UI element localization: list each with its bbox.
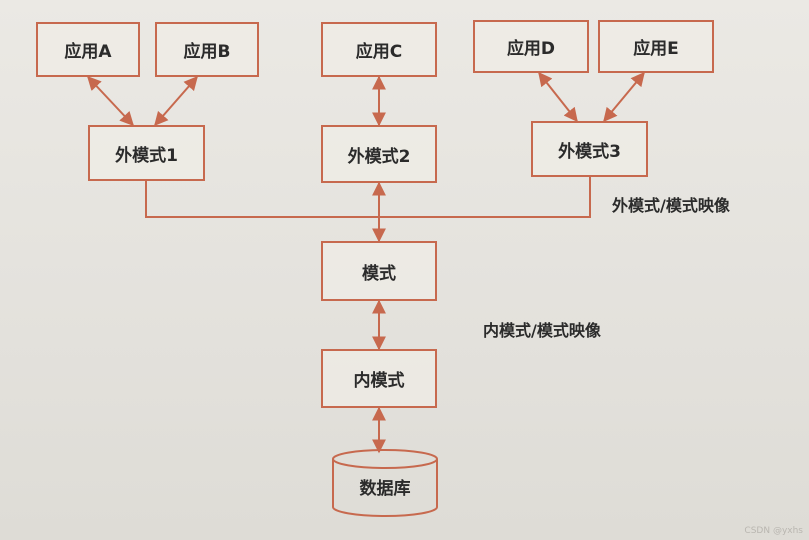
external-schema-2-label: 外模式2: [347, 146, 411, 167]
arrow-app-e-ext3: [603, 71, 645, 123]
schema-label: 模式: [362, 263, 396, 284]
watermark: CSDN @yxhs: [744, 526, 803, 536]
arrow-app-d-ext3: [538, 71, 578, 123]
internal-schema-label: 内模式: [353, 371, 405, 391]
schema-box: 模式: [321, 241, 437, 301]
arrow-app-a-ext1: [87, 75, 134, 127]
app-d-label: 应用D: [506, 39, 556, 59]
mapping-bus-ext3: [379, 177, 591, 218]
app-e-box: 应用E: [598, 20, 714, 73]
database-label: 数据库: [359, 479, 411, 499]
app-c-label: 应用C: [355, 42, 403, 62]
mapping-bus-ext1: [145, 181, 379, 218]
external-schema-2-box: 外模式2: [321, 125, 437, 183]
app-b-box: 应用B: [155, 22, 259, 77]
database-cylinder-top: [332, 449, 438, 469]
external-schema-3-label: 外模式3: [558, 141, 621, 162]
external-mapping-label: 外模式/模式映像: [612, 196, 730, 215]
app-a-box: 应用A: [36, 22, 140, 77]
arrow-app-b-ext1: [154, 75, 198, 127]
app-c-box: 应用C: [321, 22, 437, 77]
internal-schema-box: 内模式: [321, 349, 437, 408]
database-cylinder: [332, 459, 438, 517]
app-a-label: 应用A: [64, 42, 112, 62]
external-schema-3-box: 外模式3: [531, 121, 648, 177]
external-schema-1-box: 外模式1: [88, 125, 205, 181]
internal-mapping-label: 内模式/模式映像: [483, 321, 601, 340]
app-b-label: 应用B: [183, 42, 231, 62]
external-schema-1-label: 外模式1: [115, 145, 178, 166]
app-e-label: 应用E: [633, 39, 679, 59]
app-d-box: 应用D: [473, 20, 589, 73]
